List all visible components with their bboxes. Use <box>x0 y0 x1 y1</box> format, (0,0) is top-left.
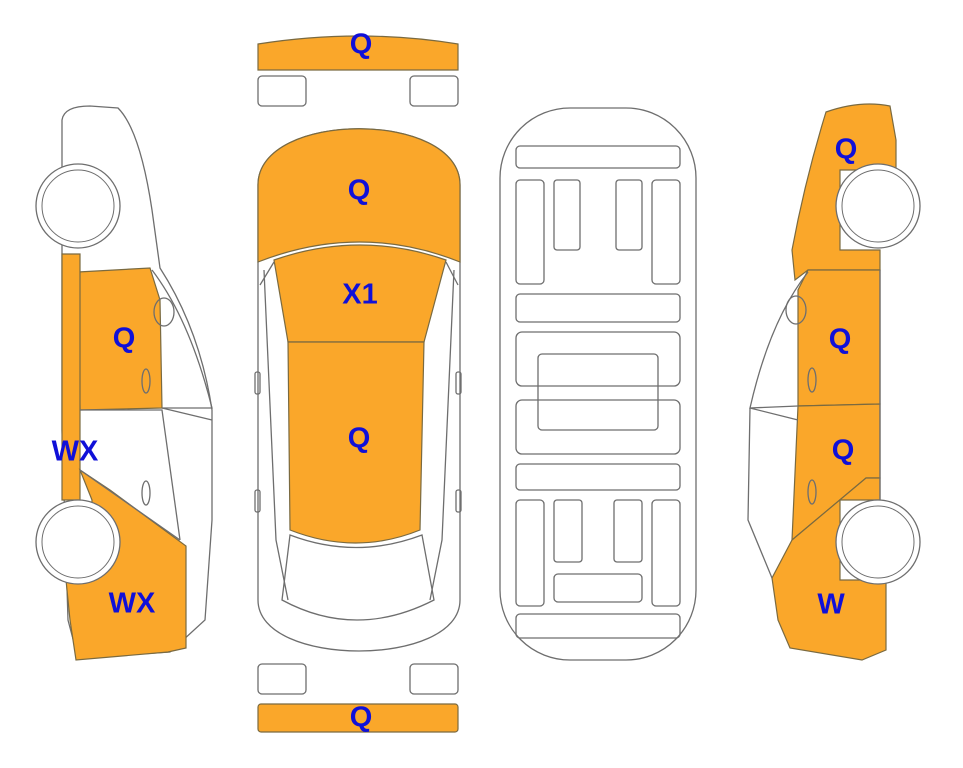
hood-label: Q <box>347 174 371 207</box>
car-underbody-view <box>499 107 697 661</box>
roof-label: Q <box>347 422 371 455</box>
front-bumper-panel <box>257 35 459 71</box>
windshield-panel <box>273 244 447 343</box>
rear-left-light <box>257 663 307 695</box>
car-left-side-view <box>35 105 213 661</box>
right-rear-door-label: Q <box>831 434 855 467</box>
car-top-view <box>254 35 462 733</box>
rear-bumper-panel <box>257 703 459 733</box>
right-front-wheel <box>835 163 921 249</box>
left-front-door-label: Q <box>112 322 136 355</box>
windshield-label: X1 <box>342 278 378 311</box>
left-rear-quarter-label: WX <box>108 587 156 620</box>
front-left-light <box>257 75 307 107</box>
front-bumper-label: Q <box>349 28 373 61</box>
front-right-light <box>409 75 459 107</box>
right-front-door-label: Q <box>828 323 852 356</box>
left-rear-wheel <box>35 499 121 585</box>
car-right-side-view <box>747 103 921 661</box>
hood-panel <box>257 128 461 263</box>
right-rear-wheel <box>835 499 921 585</box>
left-rocker-label: WX <box>51 435 99 468</box>
rear-right-light <box>409 663 459 695</box>
rear-bumper-label: Q <box>349 701 373 734</box>
right-rear-quarter-label: W <box>817 588 845 621</box>
right-front-fender-label: Q <box>834 133 858 166</box>
left-front-wheel <box>35 163 121 249</box>
roof-panel <box>287 341 425 544</box>
